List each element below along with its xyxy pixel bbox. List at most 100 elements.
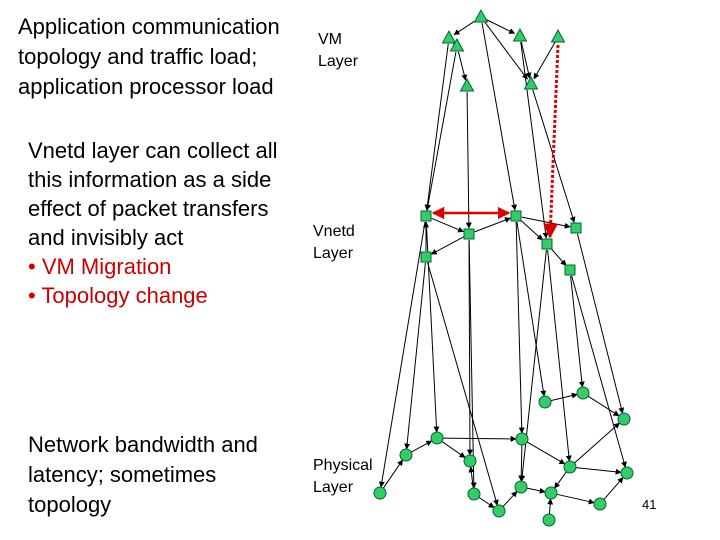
edge-nD-nG	[550, 248, 567, 266]
vnetd-layer-label-line-2: Layer	[313, 245, 354, 262]
edge-nG-pI	[571, 275, 627, 468]
physical-node	[492, 504, 506, 518]
edge-nB-nE	[521, 216, 571, 229]
vnetd-description-line-3: effect of packet transfers	[28, 196, 269, 221]
edge-pE-pH	[526, 441, 566, 465]
physical-node	[538, 395, 552, 409]
edge-pM-pN	[556, 493, 595, 505]
vm-layer-label-line-2: Layer	[318, 53, 359, 70]
physical-node	[617, 412, 631, 426]
app-description-line-2: topology and traffic load;	[18, 44, 258, 69]
edge-nA-pL	[378, 221, 426, 488]
edge-pN-pI	[603, 477, 624, 500]
app-description-line-3: application processor load	[18, 74, 274, 99]
page-number: 41	[642, 497, 657, 512]
physical-node	[593, 497, 607, 511]
vnetd-node	[541, 238, 553, 250]
edge-pF-pD	[411, 440, 433, 453]
edge-pJ-pG	[468, 466, 475, 489]
network-description-line-2: latency; sometimes	[28, 462, 217, 487]
physical-layer-label-line-2: Layer	[313, 479, 354, 496]
highlight-layer	[431, 44, 560, 239]
physical-layer-label-line-1: Physical	[313, 457, 373, 474]
edge-pO-pK	[502, 490, 518, 507]
vnetd-node	[510, 210, 522, 222]
edge-vE-nA	[425, 51, 457, 211]
physical-node	[515, 432, 529, 446]
vnetd-description-line-2: this information as a side	[28, 167, 272, 192]
physical-node	[514, 480, 528, 494]
edge-vF-nC	[465, 91, 472, 229]
edge-nD-pH	[547, 249, 572, 462]
edge-layer	[378, 19, 627, 515]
edge-nB-nD	[520, 219, 543, 241]
edge-nF-pO	[427, 262, 499, 506]
network-description-line-1: Network bandwidth and	[28, 432, 258, 457]
edge-pD-pG	[441, 441, 466, 458]
physical-node	[373, 486, 387, 500]
app-description-line-1: Application communication	[18, 14, 280, 39]
bullet-topology-change: • Topology change	[28, 283, 208, 308]
physical-node	[430, 431, 444, 445]
edge-pP-pM	[547, 498, 554, 515]
vm-node	[523, 75, 539, 90]
edge-nB-pA	[516, 221, 547, 397]
vm-node	[550, 28, 566, 43]
vnetd-description-line-4: and invisibly act	[28, 225, 184, 250]
physical-node	[399, 448, 413, 462]
node-layer	[373, 8, 634, 527]
edge-pH-pC	[574, 422, 620, 464]
vm-node	[512, 27, 528, 42]
edge-nB-pE	[515, 221, 525, 434]
bullet-vm-migration: • VM Migration	[28, 254, 172, 279]
physical-node	[467, 487, 481, 501]
edge-vB-nB	[481, 22, 517, 211]
vm-migration-arrow	[543, 44, 560, 239]
vm-node	[449, 37, 465, 52]
vnetd-node	[564, 264, 576, 276]
edge-vD-vG	[533, 41, 556, 80]
network-description-line-3: topology	[28, 492, 112, 517]
edge-nG-pB	[570, 275, 585, 388]
edge-vB-vC	[486, 19, 516, 34]
edge-nC-nF	[430, 236, 464, 255]
edge-nC-pG	[466, 239, 473, 456]
vnetd-node	[463, 228, 475, 240]
edge-nA-nC	[431, 217, 465, 233]
physical-node	[563, 460, 577, 474]
edge-pL-pF	[382, 459, 404, 489]
edge-pJ-pO	[478, 496, 495, 509]
edge-vC-nD	[520, 41, 549, 239]
edge-nC-nB	[474, 217, 511, 233]
physical-node	[576, 386, 590, 400]
physical-node	[544, 486, 558, 500]
vnetd-layer-label-line-1: Vnetd	[313, 223, 355, 240]
vnetd-node	[420, 251, 432, 263]
edge-pK-pM	[526, 487, 546, 494]
edge-nF-pF	[404, 262, 426, 450]
edge-vC-vG	[520, 41, 532, 79]
vnetd-description-line-1: Vnetd layer can collect all	[28, 138, 278, 163]
edge-nE-pC	[576, 233, 625, 414]
physical-node	[542, 513, 556, 527]
vnetd-node	[570, 222, 582, 234]
edge-pE-pK	[518, 444, 525, 482]
edge-pH-pI	[575, 467, 622, 475]
edge-vE-vF	[457, 51, 468, 81]
vnetd-node	[420, 210, 432, 222]
vm-node	[441, 29, 457, 44]
edge-vB-vA	[453, 19, 477, 36]
edge-pH-pM	[554, 471, 567, 489]
edge-pD-pE	[442, 435, 517, 442]
physical-node	[620, 466, 634, 480]
edge-pA-pB	[550, 392, 578, 402]
edge-vA-nA	[424, 43, 449, 211]
edge-nC-pJ	[468, 239, 477, 489]
vm-node	[459, 77, 475, 92]
physical-node	[463, 454, 477, 468]
vm-node	[473, 8, 489, 23]
edge-pB-pC	[587, 395, 620, 417]
vm-layer-label-line-1: VM	[318, 31, 342, 48]
edge-vB-vG	[484, 21, 528, 80]
